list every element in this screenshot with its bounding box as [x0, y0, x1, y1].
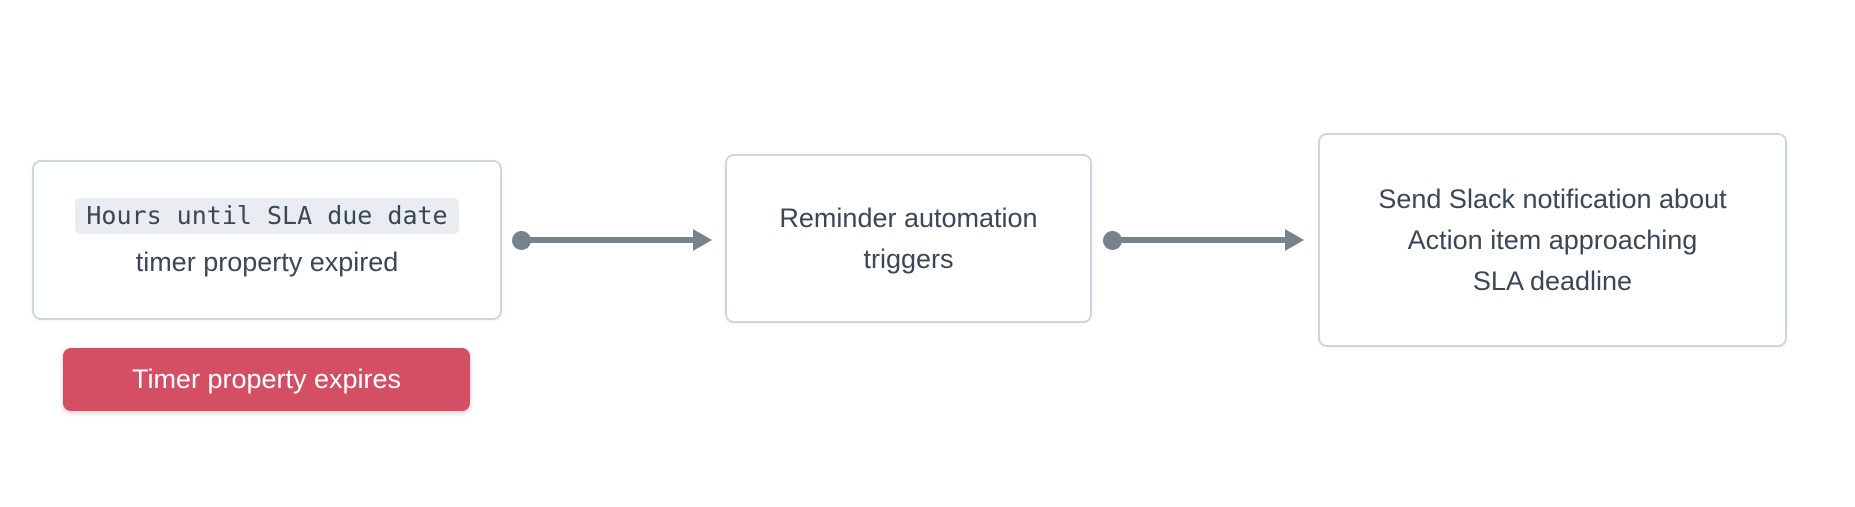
node-automation-line-1: Reminder automation: [779, 202, 1038, 233]
arrowhead-icon: [693, 229, 712, 251]
node-automation-line-2: triggers: [863, 243, 954, 274]
connector-line: [528, 237, 695, 243]
node-slack-notification-action: Send Slack notification about Action ite…: [1318, 133, 1787, 347]
node-reminder-automation: Reminder automation triggers: [725, 154, 1092, 323]
timer-property-code-chip: Hours until SLA due date: [75, 197, 459, 234]
node-trigger-subtext: timer property expired: [135, 246, 399, 277]
arrowhead-icon: [1285, 229, 1304, 251]
node-action-line-2: Action item approaching: [1407, 224, 1698, 255]
connector-start-dot: [512, 230, 531, 250]
node-action-line-1: Send Slack notification about: [1378, 183, 1727, 214]
connector-start-dot: [1103, 230, 1122, 250]
node-action-line-3: SLA deadline: [1472, 265, 1633, 296]
timer-expires-badge-label: Timer property expires: [131, 364, 402, 394]
connector-line: [1119, 237, 1287, 243]
connector-automation-to-action: [1103, 229, 1304, 251]
connector-trigger-to-automation: [512, 229, 712, 251]
node-trigger-condition: Hours until SLA due date timer property …: [32, 160, 502, 320]
timer-expires-badge: Timer property expires: [63, 348, 470, 411]
